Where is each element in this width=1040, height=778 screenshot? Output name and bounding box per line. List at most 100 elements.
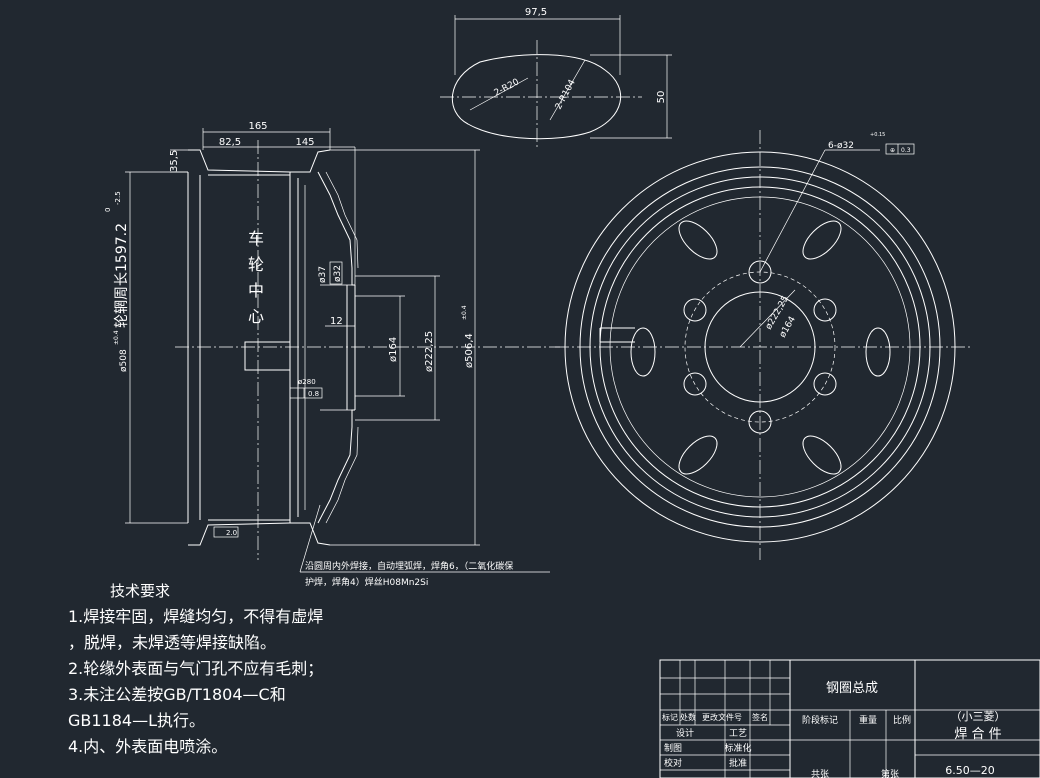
- rim-circle-2: [579, 166, 941, 528]
- part-subtitle: （小三菱）: [951, 710, 1006, 723]
- dim-dia-37: ø37: [318, 266, 328, 283]
- bolt-hole: [683, 372, 707, 396]
- front-dia-164: ø164: [778, 315, 798, 340]
- front-view: 6-ø32 +0.15 ⊕ 0.3 ø222,25 ø164: [555, 130, 970, 560]
- dim-dia-506: ø506,4: [464, 333, 475, 368]
- rim-circle-4: [599, 186, 921, 508]
- disc-profile-inner: [325, 426, 359, 524]
- dim-2-r20: 2-R20: [493, 77, 521, 98]
- center-bore: [704, 291, 816, 403]
- dim-dia-508-tol: ±0.4: [113, 330, 120, 345]
- total-sheets: 共张: [811, 769, 829, 778]
- sheet-number: 第张: [881, 768, 899, 778]
- check-label: 校对: [664, 757, 682, 769]
- rev-sign: 签名: [752, 712, 768, 722]
- position-tol-value: 0.3: [901, 147, 911, 154]
- rim-outline-top: [188, 149, 331, 173]
- oval-outline: [451, 54, 622, 140]
- valve-slot: [244, 341, 291, 371]
- circumference: 轮辋周长1597.2: [114, 223, 130, 328]
- oval-hole: [802, 435, 842, 475]
- dim-50: 50: [656, 91, 667, 104]
- dim-dia-508: ø508: [119, 349, 129, 372]
- oval-hole: [678, 435, 718, 475]
- valve-slot-front: [599, 327, 635, 343]
- tech-req-line: 3.未注公差按GB/T1804—C和: [68, 685, 286, 704]
- drawing-title: 钢圈总成: [826, 681, 878, 696]
- dim-2-r104: 2-R104: [554, 78, 578, 112]
- disc-profile-bottom: [317, 409, 355, 524]
- tech-req-line: GB1184—L执行。: [68, 711, 205, 730]
- disc-circle: [609, 196, 911, 498]
- flatness-box: [289, 387, 323, 399]
- holes-label: 6-ø32: [828, 141, 854, 151]
- runout-value: 2.0: [226, 529, 237, 537]
- dim-97-5: 97,5: [525, 7, 547, 18]
- drafter-label: 制图: [664, 742, 682, 754]
- oval-hole: [802, 220, 842, 260]
- oval-view: 97,5 50 2-R20 2-R104: [440, 7, 672, 150]
- bolt-hole: [813, 298, 837, 322]
- oval-hole: [865, 327, 891, 377]
- dim-dia-280: ø280: [298, 378, 316, 386]
- holes-leader: [759, 149, 826, 273]
- circ-tol-upper: 0: [104, 208, 112, 212]
- tech-requirements: 技术要求 1.焊接牢固，焊缝均匀，不得有虚焊 ，脱焊，未焊透等焊接缺陷。 2.轮…: [68, 582, 323, 756]
- rev-mark: 标记: [662, 712, 678, 722]
- flatness-value: 0.8: [308, 390, 319, 398]
- leader-r20: [469, 77, 529, 111]
- part-name: 焊 合 件: [954, 726, 1001, 742]
- weld-note-2: 护焊，焊角4）焊丝H08Mn2Si: [305, 576, 428, 588]
- process-label: 工艺: [729, 728, 747, 739]
- stage-mark: 阶段标记: [802, 714, 838, 726]
- scale-label: 比例: [893, 714, 911, 726]
- tech-req-line: 4.内、外表面电喷涂。: [68, 737, 227, 756]
- rim-circle-3: [589, 176, 931, 518]
- position-tol-box: [885, 143, 915, 155]
- position-symbol: ⊕: [890, 147, 895, 154]
- dim-dia-506-tol: ±0.4: [461, 305, 468, 320]
- dim-145: 145: [295, 137, 314, 148]
- weld-note-1: 沿圆周内外焊接，自动埋弧焊，焊角6，（二氧化碳保: [305, 560, 513, 572]
- tech-req-line: 1.焊接牢固，焊缝均匀，不得有虚焊: [68, 607, 323, 626]
- dim-12: 12: [330, 316, 343, 327]
- hole-tolerance: +0.15: [870, 132, 885, 138]
- tech-req-line: 2.轮缘外表面与气门孔不应有毛刺；: [68, 659, 323, 678]
- dim-35-5: 35,5: [169, 150, 180, 172]
- title-block-frame: [659, 659, 1040, 778]
- rev-count: 处数: [680, 712, 696, 722]
- runout-box: [213, 526, 239, 538]
- oval-hole: [678, 220, 718, 260]
- bolt-hole: [683, 298, 707, 322]
- oval-hole: [630, 327, 656, 377]
- design-label: 设计: [676, 727, 694, 739]
- dim-82-5: 82,5: [219, 137, 241, 148]
- dim-dia-32: ø32: [333, 265, 343, 282]
- bolt-hole: [748, 410, 772, 434]
- rim-outer-circle: [564, 151, 956, 543]
- weight-label: 重量: [859, 714, 877, 726]
- section-view: 车 轮 中 心 165 82,5 145 35,5 ø508 ±0.4 轮辋周长…: [104, 121, 560, 588]
- tech-req-title: 技术要求: [110, 582, 170, 600]
- dia-32-box: [329, 261, 343, 285]
- rev-doc: 更改文件号: [702, 712, 742, 722]
- bolt-hole: [748, 260, 772, 284]
- dim-165: 165: [248, 121, 267, 132]
- leader-r104: [549, 59, 586, 121]
- disc-profile-inner: [325, 171, 359, 269]
- wheel-center-char: 中: [248, 281, 264, 300]
- bolt-hole: [813, 372, 837, 396]
- dim-dia-164: ø164: [388, 337, 399, 362]
- weld-leader: [299, 504, 321, 573]
- tech-req-line: ，脱焊，未焊透等焊接缺陷。: [68, 633, 276, 652]
- wheel-center-char: 车: [248, 229, 264, 248]
- dia-leader: [739, 289, 796, 348]
- standardize-label: 标准化: [724, 742, 751, 754]
- approve-label: 批准: [729, 757, 747, 769]
- wheel-center-char: 心: [248, 307, 264, 326]
- title-block: 钢圈总成 阶段标记 重量 比例 （小三菱） 焊 合 件 6.50—20 标记 处…: [659, 659, 1040, 778]
- dim-dia-222: ø222,25: [424, 331, 435, 372]
- part-number: 6.50—20: [945, 764, 995, 777]
- circ-tol-lower: -2.5: [114, 191, 122, 205]
